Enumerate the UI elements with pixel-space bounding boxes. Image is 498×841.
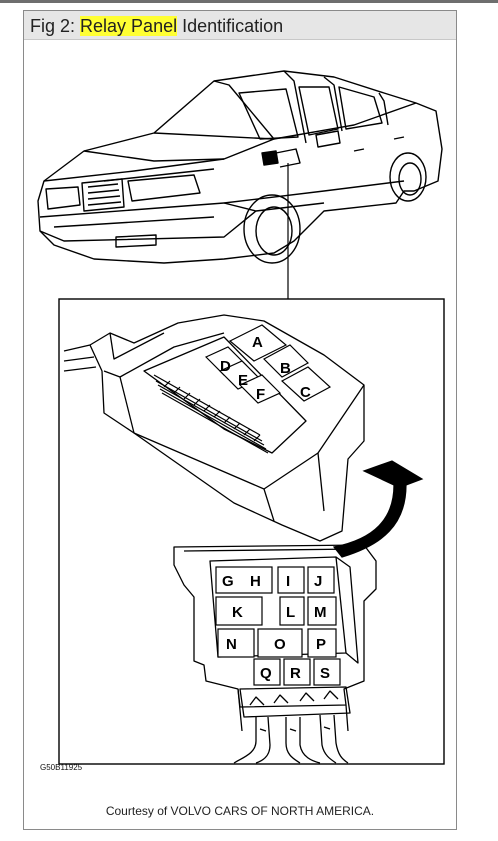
lower-relay-labels: G H I J K L M N O P Q R S [222,573,330,682]
relay-label-c: C [300,384,311,401]
relay-label-k: K [232,604,243,621]
connector-wiring [233,686,351,764]
grille-icon [81,178,125,212]
relay-label-f: F [256,386,265,403]
upper-relay-labels: A B C D E F [220,334,311,403]
relay-label-q: Q [260,665,272,682]
detail-box [58,298,445,765]
relay-label-m: M [314,604,327,621]
relay-label-e: E [238,372,248,389]
relay-location-marker [261,150,279,166]
fuse-rows [153,374,269,454]
title-suffix: Identification [177,16,284,36]
relay-label-r: R [290,665,301,682]
figure-title: Fig 2: Relay Panel Identification [30,16,283,37]
relay-panel-diagram: A B C D E F [37,70,445,765]
relay-label-s: S [320,665,330,682]
relay-label-a: A [252,334,263,351]
relay-label-b: B [280,360,291,377]
relay-label-o: O [274,636,286,653]
upper-relay-box [63,314,365,542]
title-prefix: Fig 2: [30,16,81,36]
figure-credit: Courtesy of VOLVO CARS OF NORTH AMERICA. [105,804,375,818]
relay-label-d: D [220,358,231,375]
upper-relays [204,324,332,404]
relay-label-g: G [222,573,234,590]
relay-label-j: J [314,573,322,590]
car-illustration [37,70,443,264]
title-highlight: Relay Panel [80,16,178,36]
relay-label-n: N [226,636,237,653]
lower-relay-box [173,544,377,732]
relay-label-l: L [286,604,295,621]
figure-title-bar: Fig 2: Relay Panel Identification [24,11,456,40]
relay-label-p: P [316,636,326,653]
lower-relays [215,566,341,686]
relay-label-i: I [286,573,290,590]
relay-label-h: H [250,573,261,590]
figure-frame: Fig 2: Relay Panel Identification [23,10,457,830]
image-code: G50B11925 [40,763,83,772]
top-rule [0,0,498,3]
